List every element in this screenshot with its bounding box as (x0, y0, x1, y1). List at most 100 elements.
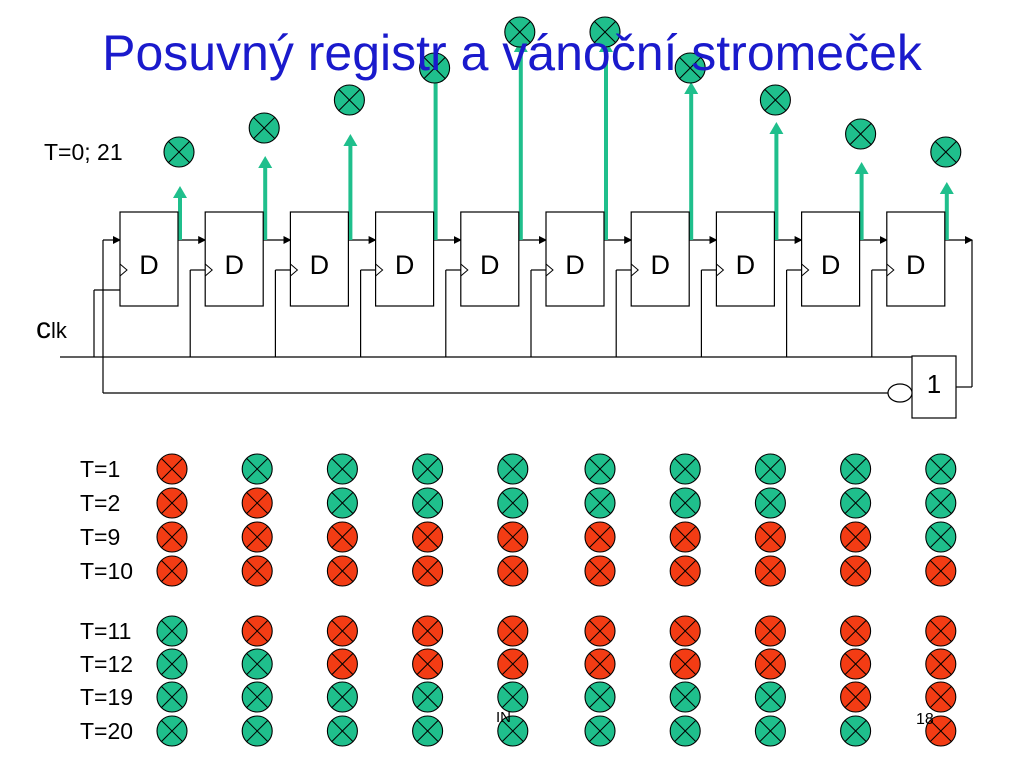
bulb-icon (497, 648, 529, 680)
bulb-icon (497, 453, 529, 485)
bulb-icon (497, 615, 529, 647)
state-row: T=1 (80, 453, 957, 485)
flipflop-label: D (395, 250, 415, 280)
bulb-icon (925, 453, 957, 485)
bulb-icon (412, 521, 444, 553)
bulb-icon (156, 487, 188, 519)
bulb-icon (925, 715, 957, 747)
bulb-icon (412, 615, 444, 647)
gate-label: 1 (927, 369, 941, 399)
flipflop-label: D (480, 250, 500, 280)
bulb-icon (412, 487, 444, 519)
bulb-icon (754, 681, 786, 713)
bulb-icon (669, 521, 701, 553)
bulb-icon (754, 453, 786, 485)
bulb-icon (754, 615, 786, 647)
bulb-icon (326, 487, 358, 519)
bulb-icon (584, 648, 616, 680)
d-flipflop: D (119, 211, 179, 307)
bulb-icon (326, 453, 358, 485)
bulb-icon (163, 136, 195, 168)
bulb-icon (326, 521, 358, 553)
bulb-icon (840, 521, 872, 553)
bulb-icon (241, 453, 273, 485)
bulb-icon (241, 615, 273, 647)
bulb-icon (241, 648, 273, 680)
bulb-icon (669, 453, 701, 485)
bulb-icon (925, 615, 957, 647)
bulb-icon (840, 555, 872, 587)
bulb-icon (497, 487, 529, 519)
bulb-icon (584, 681, 616, 713)
bulb-icon (419, 52, 451, 84)
bulb-icon (584, 521, 616, 553)
up-arrow-icon (343, 134, 358, 240)
bulb-icon (669, 648, 701, 680)
page-number: 18 (916, 711, 934, 728)
bulb-icon (156, 681, 188, 713)
clk-label-lk: lk (51, 318, 68, 343)
bulb-icon (241, 555, 273, 587)
d-flipflop: D (630, 211, 690, 307)
bulb-icon (156, 453, 188, 485)
bulb-icon (759, 84, 791, 116)
flipflop-label: D (821, 250, 841, 280)
bulb-icon (156, 715, 188, 747)
state-time-label: T=11 (80, 618, 131, 644)
d-flipflop: D (715, 211, 776, 307)
flipflop-label: D (224, 250, 244, 280)
up-arrow-icon (769, 122, 784, 240)
bulb-icon (754, 555, 786, 587)
state-time-label: T=1 (80, 456, 120, 482)
bulb-icon (754, 715, 786, 747)
bulb-icon (669, 555, 701, 587)
state-row: T=2 (80, 487, 957, 519)
bulb-icon (754, 648, 786, 680)
bulb-icon (497, 715, 529, 747)
bulb-icon (925, 555, 957, 587)
bulb-icon (584, 555, 616, 587)
state-time-label: T=20 (80, 718, 133, 744)
bulb-icon (840, 615, 872, 647)
bulb-icon (840, 453, 872, 485)
bulb-icon (840, 715, 872, 747)
up-arrow-icon (684, 82, 699, 240)
bulb-icon (326, 681, 358, 713)
state-row: T=10 (80, 555, 957, 587)
bulb-icon (241, 487, 273, 519)
initial-state-label: T=0; 21 (44, 139, 123, 165)
d-flipflop: D (204, 211, 264, 307)
state-time-label: T=12 (80, 651, 133, 677)
bulb-icon (241, 521, 273, 553)
bulb-icon (412, 453, 444, 485)
bulb-icon (504, 16, 536, 48)
bulb-icon (584, 615, 616, 647)
state-table: T=1T=2T=9T=10T=11T=12T=19T=20 (80, 453, 957, 747)
bulb-icon (156, 648, 188, 680)
bulb-icon (248, 112, 280, 144)
d-flipflop: D (886, 211, 946, 307)
bulb-icon (326, 648, 358, 680)
flipflop-label: D (736, 250, 756, 280)
clk-label-c: c (36, 312, 51, 345)
bulb-icon (754, 521, 786, 553)
d-flipflop: D (545, 211, 605, 307)
bulb-icon (925, 681, 957, 713)
up-arrow-icon (939, 182, 954, 240)
flipflop-label: D (650, 250, 670, 280)
inverter-gate: 1 (887, 355, 957, 419)
state-row: T=12 (80, 648, 957, 680)
bulb-icon (241, 681, 273, 713)
bulb-icon (412, 555, 444, 587)
bulb-icon (925, 648, 957, 680)
bulb-icon (156, 555, 188, 587)
flipflop-label: D (906, 250, 926, 280)
bulb-icon (333, 84, 365, 116)
d-flipflop: D (800, 211, 861, 307)
bulb-icon (326, 615, 358, 647)
bulb-icon (925, 487, 957, 519)
clk-label: clk (36, 312, 68, 345)
bulb-icon (497, 681, 529, 713)
